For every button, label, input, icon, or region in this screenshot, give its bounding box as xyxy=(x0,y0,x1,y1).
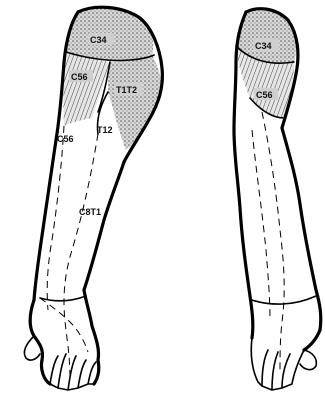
right-c34-label: C34 xyxy=(255,41,272,51)
right-dermatome-line-b xyxy=(252,130,270,320)
left-fingers xyxy=(50,354,96,390)
right-arm: C34 C56 xyxy=(234,9,321,390)
left-t1t2-label: T1T2 xyxy=(116,85,137,95)
right-fingers xyxy=(251,338,304,390)
right-forearm-radial xyxy=(250,296,253,338)
right-arm-lateral-outline xyxy=(282,128,321,330)
left-forearm-radial xyxy=(30,300,42,360)
left-c56-upper-label: C56 xyxy=(71,72,88,82)
left-t1t2-region xyxy=(108,55,162,150)
left-forearm-ulnar xyxy=(84,290,99,360)
left-arm: C34 C56 T1T2 C56 T12 C8T1 xyxy=(24,7,162,390)
left-c8t1-label: C8T1 xyxy=(79,207,101,217)
left-dermatome-line-c xyxy=(40,298,88,352)
left-c34-label: C34 xyxy=(90,35,107,45)
right-forearm-ulnar xyxy=(304,330,320,350)
left-t12-label: T12 xyxy=(97,125,113,135)
left-c56-lower-label: C56 xyxy=(57,134,74,144)
right-c56-label: C56 xyxy=(256,90,273,100)
left-c56-region xyxy=(63,52,110,126)
left-medial-arm-outline xyxy=(84,162,124,290)
